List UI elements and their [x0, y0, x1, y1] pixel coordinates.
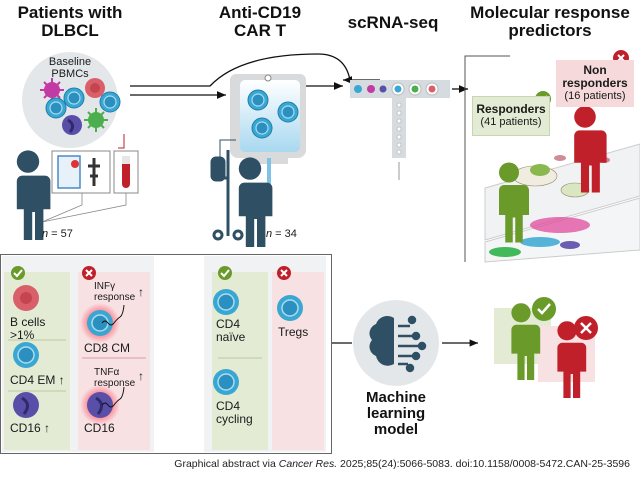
tnfa-response-label: TNFα response: [94, 367, 135, 389]
baseline-label-line1: Baseline: [48, 56, 92, 68]
cart-cohort-size: n = 34: [266, 228, 297, 240]
ml-label-line1: Machine: [365, 389, 426, 406]
header-scrnaseq: scRNA-seq: [338, 14, 448, 32]
ifng-label: INFγ: [94, 281, 116, 292]
blue-t-cell-icon: [63, 87, 85, 109]
header-cart: Anti-CD19 CAR T: [205, 4, 315, 40]
blood-tube-icon: [113, 150, 139, 194]
nonresponders-label-line1: Non: [583, 63, 607, 77]
features-panel-frame: [0, 254, 332, 454]
cd4-cycling-line1: CD4: [216, 399, 241, 413]
cd4-em-label: CD4 EM ↑: [10, 374, 65, 387]
check-badge-icon: [532, 297, 556, 321]
cd4-naive-cell-icon: [213, 289, 239, 315]
cd4-naive-line2: naïve: [216, 330, 246, 344]
figure-caption: Graphical abstract via Cancer Res. 2025;…: [174, 458, 630, 470]
treg-cell-icon: [277, 295, 303, 321]
cd4-cycling-cell-icon: [213, 369, 239, 395]
header-predictors-line2: predictors: [508, 21, 592, 40]
caption-citation: 2025;85(24):5066-5083. doi:10.1158/0008-…: [337, 458, 630, 470]
response-label: response: [94, 292, 136, 303]
cd16-nr-cell-glow-icon: [80, 385, 125, 425]
cd4-naive-line1: CD4: [216, 317, 241, 331]
arrow-bypass: [130, 53, 380, 87]
clinical-record-icon: [51, 150, 111, 194]
header-cart-line1: Anti-CD19: [218, 3, 302, 22]
cross-badge-icon: [574, 316, 598, 340]
cd8-cm-label: CD8 CM: [84, 341, 131, 355]
baseline-label-line2: PBMCs: [51, 68, 89, 80]
n-value: = 34: [272, 228, 297, 240]
b-cell-icon: [13, 285, 39, 311]
ifng-up-arrow: ↑: [138, 285, 144, 299]
cd4-em-cell-icon: [13, 342, 39, 368]
cd16-up-label: CD16 ↑: [10, 422, 50, 435]
header-patients: Patients with DLBCL: [0, 4, 140, 40]
baseline-pbmc-circle: [22, 52, 121, 148]
responders-label: Responders: [476, 102, 546, 116]
purple-monocyte-icon: [62, 115, 82, 135]
ml-label-line2: learning: [366, 405, 426, 422]
nonresponders-label-line2: responders: [562, 76, 628, 90]
ml-label-line3: model: [373, 421, 419, 438]
machine-learning-label: Machine learning model: [346, 390, 446, 438]
b-cells-label-line1: B cells: [10, 315, 46, 329]
header-predictors-line1: Molecular response: [470, 3, 630, 22]
patient-icon: [11, 150, 51, 241]
response-label: response: [94, 378, 136, 389]
n-symbol: n: [42, 228, 49, 240]
n-symbol: n: [266, 228, 273, 240]
header-cart-line2: CAR T: [234, 21, 286, 40]
responders-count: (41 patients): [480, 116, 542, 128]
header-scrnaseq-text: scRNA-seq: [347, 13, 439, 32]
b-cells-label: B cells >1%: [10, 316, 45, 342]
tregs-label: Tregs: [278, 325, 309, 339]
nonresponders-label-box: Non responders (16 patients): [556, 60, 634, 107]
cross-badge-icon: [277, 266, 291, 280]
predictors-bracket: [464, 55, 510, 262]
cd16-up-label-text: CD16 ↑: [10, 421, 51, 435]
cd4-naive-label: CD4 naïve: [216, 318, 245, 344]
cross-badge-icon: [82, 266, 96, 280]
blue-t-cell-icon: [99, 91, 121, 113]
check-badge-icon: [218, 266, 232, 280]
ifng-response-label: INFγ response: [94, 281, 135, 303]
cd4-em-label-text: CD4 EM ↑: [10, 373, 65, 387]
nonresponders-count: (16 patients): [564, 90, 626, 102]
cd16-nr-label: CD16: [84, 421, 115, 435]
cd8-cm-cell-glow-icon: [80, 303, 125, 343]
machine-learning-brain-icon: [353, 300, 439, 386]
check-badge-icon: [11, 266, 25, 280]
pink-dendritic-cell-icon: [40, 78, 64, 102]
red-b-cell-icon: [85, 78, 105, 98]
header-predictors: Molecular response predictors: [460, 4, 640, 40]
cd4-cycling-label: CD4 cycling: [216, 400, 253, 426]
cd4-cycling-line2: cycling: [216, 412, 253, 426]
blue-t-cell-icon: [45, 97, 67, 119]
umap-plane-bottom: [484, 197, 640, 263]
baseline-pbmc-label: Baseline PBMCs: [40, 56, 100, 80]
header-patients-line1: Patients with: [17, 3, 123, 22]
tnfa-label: TNFα: [94, 367, 120, 378]
green-nk-cell-icon: [84, 108, 108, 132]
cart-infusion-bag-icon: [230, 74, 306, 188]
iv-pole-icon: [210, 139, 244, 241]
microfluidic-chip-icon: [350, 80, 450, 180]
dlbcl-cohort-size: n = 57: [42, 228, 73, 240]
tnfa-up-arrow: ↑: [138, 369, 144, 383]
cd16-cell-icon: [13, 392, 39, 418]
header-patients-line2: DLBCL: [41, 21, 99, 40]
n-value: = 57: [48, 228, 73, 240]
caption-journal: Cancer Res.: [278, 458, 338, 470]
b-cells-label-line2: >1%: [10, 328, 35, 342]
caption-prefix: Graphical abstract via: [174, 458, 279, 470]
responders-label-box: Responders (41 patients): [472, 96, 550, 136]
